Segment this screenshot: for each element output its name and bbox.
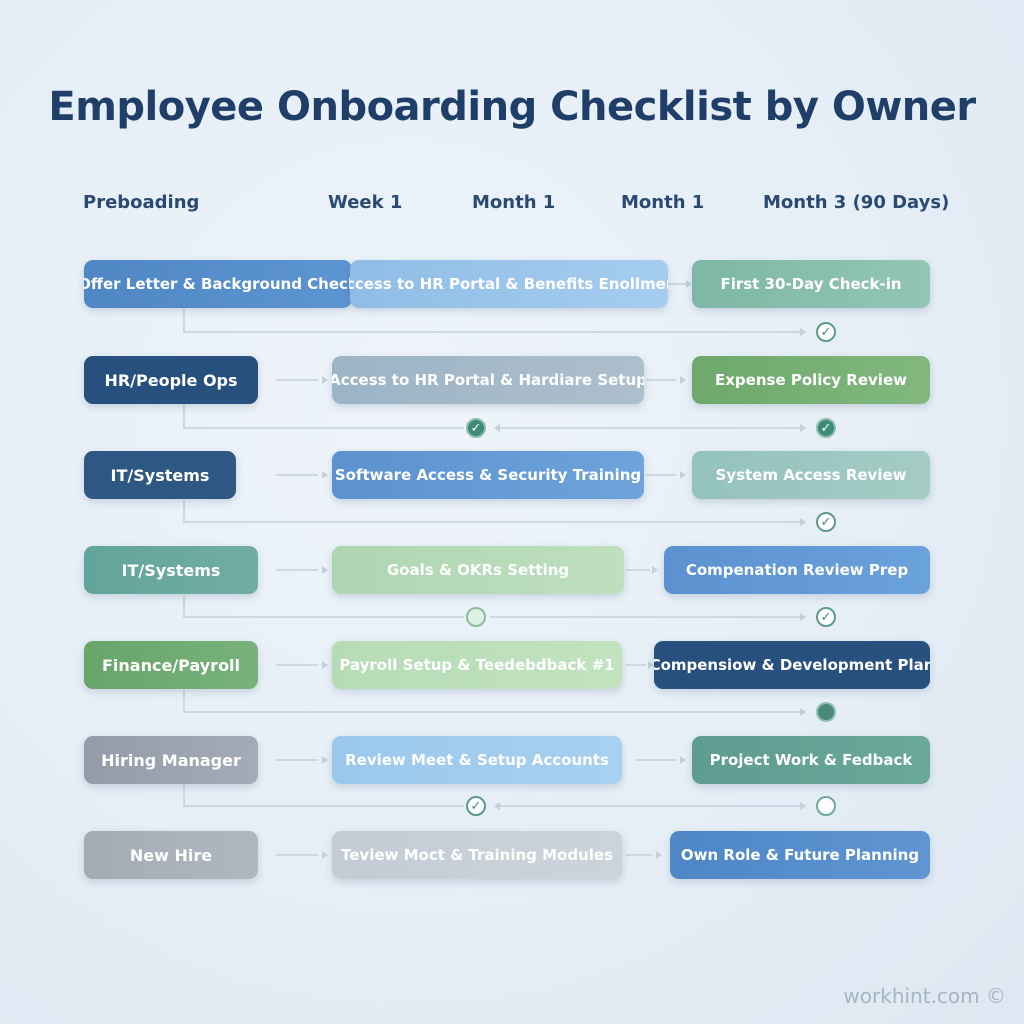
column-header-month-3: Month 3 (90 Days) xyxy=(763,192,950,213)
checkpoint-8-check-icon[interactable]: ✓ xyxy=(466,796,486,816)
row-2-task-box-1[interactable]: Access to HR Portal & Hardiare Setup xyxy=(332,356,644,404)
page-title: Employee Onboarding Checklist by Owner xyxy=(48,84,976,130)
checkpoint-5-circle-icon[interactable] xyxy=(466,607,486,627)
row-7-task-box-2[interactable]: Own Role & Future Planning xyxy=(670,831,930,879)
row-7-task-box-1[interactable]: Teview Moct & Training Modules xyxy=(332,831,622,879)
checkpoint-3-check-icon[interactable]: ✓ xyxy=(816,418,836,438)
watermark: workhint.com © xyxy=(843,984,1006,1008)
row-6-task-box-2[interactable]: Project Work & Fedback xyxy=(692,736,930,784)
row-5-task-box-1[interactable]: Payroll Setup & Teedebdback #1 xyxy=(332,641,622,689)
row-6-owner-box[interactable]: Hiring Manager xyxy=(84,736,258,784)
row-3-task-box-1[interactable]: Software Access & Security Training xyxy=(332,451,644,499)
column-header-month-1-second: Month 1 xyxy=(621,192,705,213)
row-5-task-box-2[interactable]: Compensiow & Development Plan xyxy=(654,641,930,689)
row-5-owner-box[interactable]: Finance/Payroll xyxy=(84,641,258,689)
row-2-owner-box[interactable]: HR/People Ops xyxy=(84,356,258,404)
row-4-task-box-1[interactable]: Goals & OKRs Setting xyxy=(332,546,624,594)
row-1-task-box-2[interactable]: First 30-Day Check-in xyxy=(692,260,930,308)
row-1-task-box-1[interactable]: Access to HR Portal & Benefits Enollment xyxy=(350,260,668,308)
checkpoint-1-check-icon[interactable]: ✓ xyxy=(816,322,836,342)
checkpoint-4-check-icon[interactable]: ✓ xyxy=(816,512,836,532)
checkpoint-2-check-icon[interactable]: ✓ xyxy=(466,418,486,438)
checkpoint-6-check-icon[interactable]: ✓ xyxy=(816,607,836,627)
row-4-owner-box[interactable]: IT/Systems xyxy=(84,546,258,594)
column-header-preboarding: Preboading xyxy=(83,192,200,213)
column-header-month-1: Month 1 xyxy=(472,192,556,213)
row-3-task-box-2[interactable]: System Access Review xyxy=(692,451,930,499)
row-2-task-box-2[interactable]: Expense Policy Review xyxy=(692,356,930,404)
row-4-task-box-2[interactable]: Compenation Review Prep xyxy=(664,546,930,594)
checkpoint-7-circle-icon[interactable] xyxy=(816,702,836,722)
row-6-task-box-1[interactable]: Review Meet & Setup Accounts xyxy=(332,736,622,784)
row-3-owner-box[interactable]: IT/Systems xyxy=(84,451,236,499)
row-7-owner-box[interactable]: New Hire xyxy=(84,831,258,879)
checkpoint-9-circle-icon[interactable] xyxy=(816,796,836,816)
column-header-week-1: Week 1 xyxy=(328,192,403,213)
row-1-owner-box[interactable]: Offer Letter & Background Check xyxy=(84,260,352,308)
